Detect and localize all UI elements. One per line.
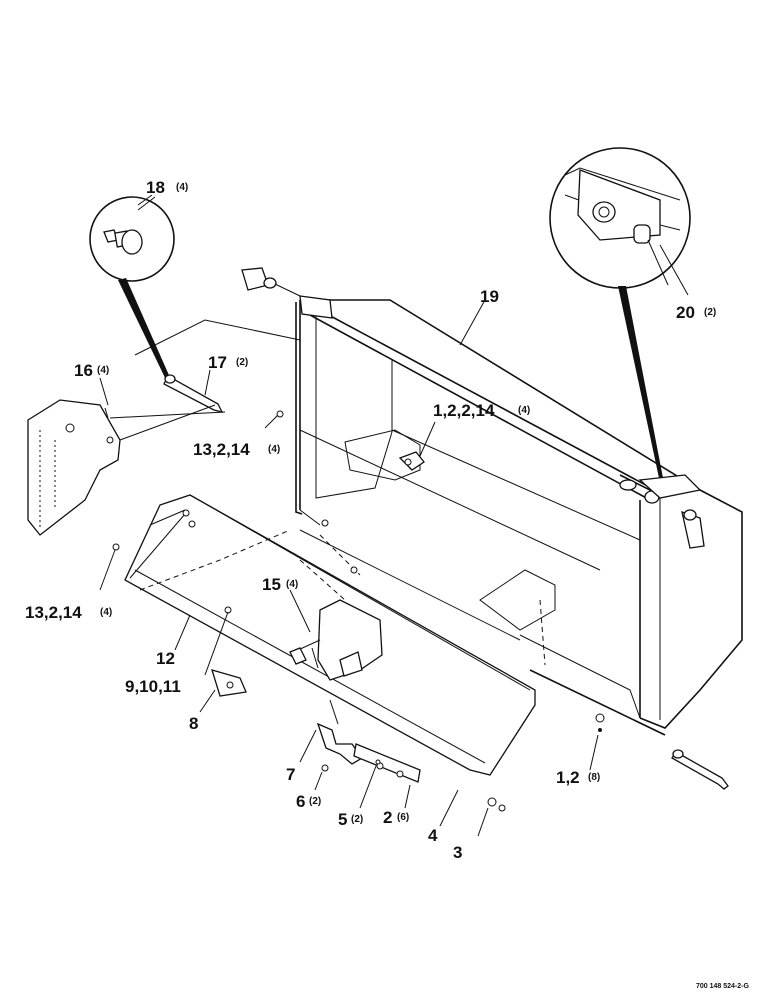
callout-number: 20	[676, 303, 695, 322]
callout-quantity: (2)	[236, 357, 248, 368]
callout-number: 3	[453, 843, 462, 862]
hinge-plate-16	[27, 399, 121, 536]
callout-13a: 13,2,14 (4)	[193, 440, 280, 459]
callout-8: 8	[189, 714, 198, 733]
callout-number: 9,10,11	[125, 677, 181, 696]
callout-17: 17 (2)	[208, 353, 248, 372]
right-pivot-bolt	[681, 509, 705, 549]
callout-quantity: (8)	[588, 772, 600, 783]
callout-quantity: (4)	[100, 607, 112, 618]
callout-quantity: (4)	[286, 579, 298, 590]
callout-quantity: (2)	[309, 796, 321, 807]
detail-circle-18	[89, 194, 175, 384]
hinge-plates-15	[289, 534, 383, 681]
callout-20: 20 (2)	[676, 303, 716, 322]
callout-number: 1,2,2,14	[433, 401, 495, 420]
callout-4: 4	[428, 826, 438, 845]
callout-quantity: (4)	[268, 444, 280, 455]
callout-15: 15 (4)	[262, 575, 298, 594]
callout-number: 16	[74, 361, 93, 380]
callout-number: 17	[208, 353, 227, 372]
center-bracket	[344, 429, 425, 481]
callout-number: 4	[428, 826, 438, 845]
callout-3: 3	[453, 843, 462, 862]
callout-number: 2	[383, 808, 392, 827]
callout-1b: 1,2 (8)	[556, 768, 600, 787]
detail-circle-20	[549, 147, 691, 478]
callout-quantity: (6)	[397, 812, 409, 823]
callout-number: 8	[189, 714, 198, 733]
callout-5: 5 (2)	[338, 810, 363, 829]
bolts	[112, 410, 605, 812]
callout-2: 2 (6)	[383, 808, 409, 827]
callout-quantity: (4)	[176, 182, 188, 193]
callout-number: 1,2	[556, 768, 580, 787]
top-shaft	[299, 295, 702, 504]
callout-number: 19	[480, 287, 499, 306]
callout-quantity: (4)	[97, 365, 109, 376]
leader-lines	[99, 196, 689, 837]
right-bracket	[479, 569, 556, 666]
hood-panel-19	[295, 299, 743, 736]
upper-left-pivot	[241, 267, 301, 297]
callout-number: 6	[296, 792, 305, 811]
callout-number: 5	[338, 810, 347, 829]
callout-1a: 1,2,2,14 (4)	[433, 401, 530, 420]
latch-8	[211, 669, 247, 697]
callout-number: 15	[262, 575, 281, 594]
callout-number: 18	[146, 178, 165, 197]
callout-9: 9,10,11	[125, 677, 181, 696]
callout-6: 6 (2)	[296, 792, 321, 811]
callout-number: 7	[286, 765, 295, 784]
callout-13b: 13,2,14 (4)	[25, 603, 112, 622]
callout-number: 12	[156, 649, 175, 668]
callout-16: 16 (4)	[74, 361, 109, 380]
callout-number: 13,2,14	[25, 603, 82, 622]
callout-number: 13,2,14	[193, 440, 250, 459]
callout-7: 7	[286, 765, 295, 784]
callout-19: 19	[480, 287, 499, 306]
callout-quantity: (2)	[351, 814, 363, 825]
gas-spring-lower-right	[671, 749, 729, 790]
callout-18: 18 (4)	[146, 178, 188, 197]
figure-reference: 700 148 524-2-G	[696, 983, 749, 990]
callout-quantity: (2)	[704, 307, 716, 318]
gas-spring-17	[109, 319, 301, 441]
callout-12: 12	[156, 649, 175, 668]
callout-quantity: (4)	[518, 405, 530, 416]
hardware-bar	[353, 743, 421, 783]
